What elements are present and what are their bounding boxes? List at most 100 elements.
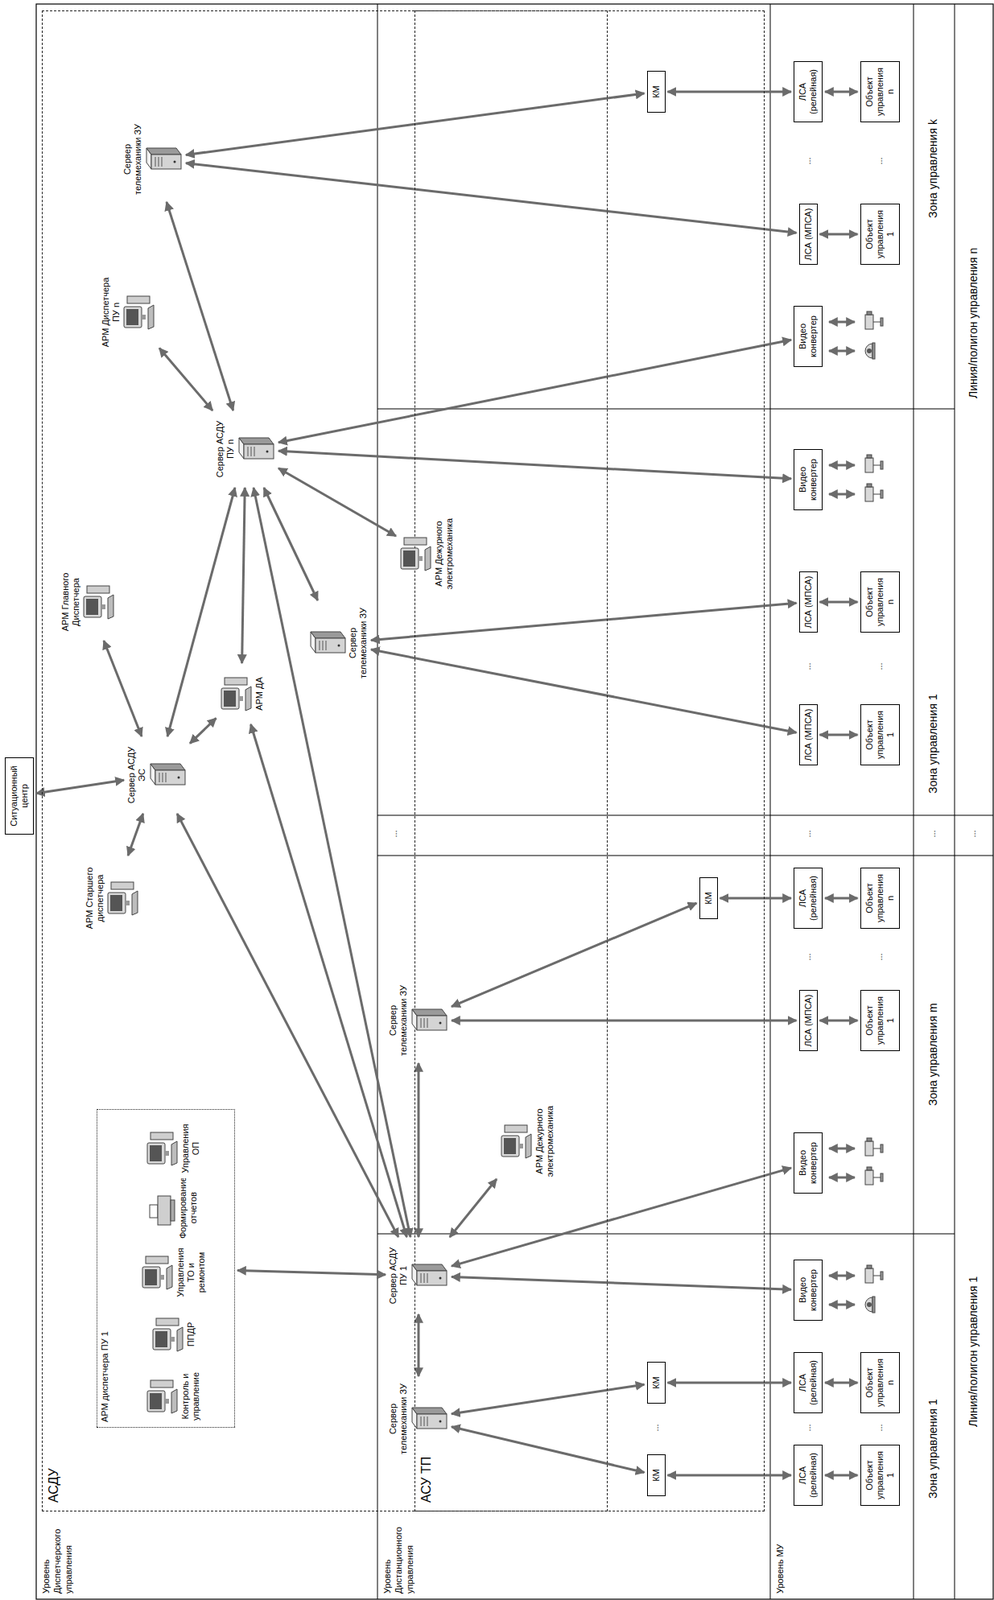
pc-screen (149, 1145, 162, 1162)
double-arrow (668, 90, 792, 94)
double-arrow (127, 813, 144, 856)
pc-stand (170, 1336, 175, 1342)
pc-stand (239, 696, 244, 702)
icon-label: АРМ Старшего диспетчера (84, 857, 106, 939)
server-side (150, 763, 186, 771)
camera-symbol (865, 1138, 883, 1156)
double-arrow (278, 339, 792, 443)
server-icon (409, 1261, 449, 1291)
zone-label: Зона управления m (926, 1001, 941, 1108)
icon-label: АРМ Главного Диспетчера (60, 565, 82, 639)
server-bay (420, 1018, 422, 1028)
server-bay (254, 446, 256, 457)
ellipsis: ... (873, 652, 885, 681)
workstation: АРМ Старшего диспетчера (84, 857, 141, 939)
camera-symbol (865, 483, 883, 502)
camera-link (829, 350, 855, 353)
double-arrow (417, 1063, 421, 1238)
server-icon (409, 1404, 449, 1434)
double-arrow (263, 487, 318, 601)
icon-label: АРМ ДА (254, 675, 265, 713)
pc-monitor (400, 548, 419, 570)
icon-label: Сервер телемеханики ЗУ (387, 980, 409, 1061)
pc-tower (156, 1318, 179, 1326)
double-arrow (36, 779, 124, 794)
icon-label: АРМ Дежурного электромеханика (433, 509, 455, 599)
server-front (315, 638, 346, 653)
pc-tower (224, 677, 248, 685)
pc-screen (403, 550, 416, 567)
box-label: ЛСА (МПСА) (803, 993, 814, 1048)
server-bay (427, 1273, 429, 1283)
printer-tray (170, 1200, 175, 1221)
workstation: Управления ТО и ремонтом (140, 1242, 207, 1303)
double-arrow (451, 1384, 645, 1415)
ellipsis: ... (873, 1414, 885, 1442)
workstation: АРМ Главного Диспетчера (60, 565, 117, 639)
pc-screen (149, 1393, 162, 1410)
server-bay (424, 1018, 425, 1028)
double-arrow (242, 487, 246, 664)
server-led (266, 450, 269, 454)
pc-tower (86, 585, 110, 594)
pc-icon (122, 293, 157, 331)
double-arrow (820, 601, 858, 604)
server-led (173, 160, 177, 164)
icon-label: Управления ОП (180, 1118, 202, 1179)
double-arrow (166, 202, 234, 411)
workstation: Управления ОП (144, 1118, 202, 1179)
double-arrow (278, 468, 396, 537)
device-box: ЛСА (МПСА) (799, 203, 818, 265)
pc-tower (127, 296, 150, 304)
icon-label: Сервер АСДУ ПУ 1 (387, 1239, 409, 1312)
server-bay (322, 640, 324, 651)
level-label: Уровень МУ (774, 1511, 786, 1596)
icon-label: Сервер телемеханики ЗУ (387, 1378, 409, 1460)
level-divider (954, 4, 956, 1600)
camera-symbol (865, 311, 883, 330)
server: Сервер АСДУ ПУ n (214, 412, 277, 486)
pc-keyboard (177, 1327, 183, 1352)
printer-icon (148, 1193, 178, 1228)
ellipsis: ... (966, 820, 978, 848)
device-box: Видео конвертер (793, 449, 823, 511)
device-box: Видео конвертер (793, 305, 823, 368)
ellipsis: ... (873, 943, 885, 971)
server-side (412, 1264, 447, 1271)
zone-divider (377, 1233, 955, 1235)
box-label: ЛСА (МПСА) (803, 206, 814, 262)
camera-symbol (865, 1265, 883, 1283)
double-arrow (251, 724, 408, 1238)
object-box: Объект управления n (860, 571, 900, 633)
box-label: Ситуационный центр (8, 760, 30, 832)
printer-body (157, 1196, 171, 1225)
double-arrow (189, 717, 217, 743)
double-arrow (824, 1474, 858, 1477)
workstation: Контроль и управление (144, 1366, 202, 1427)
box-label: Объект управления 1 (864, 206, 896, 262)
server-side (412, 1009, 447, 1016)
server-front (155, 770, 186, 785)
pc-icon (145, 1130, 180, 1168)
double-arrow (668, 1381, 792, 1385)
pc-tower (150, 1132, 174, 1140)
double-arrow (159, 348, 213, 411)
ellipsis: ... (801, 1414, 813, 1442)
pc-icon (219, 675, 254, 713)
server-led (439, 1420, 442, 1423)
ellipsis: ... (801, 820, 813, 848)
box-label: ЛСА (МПСА) (803, 574, 814, 630)
server-bay (158, 156, 160, 167)
level-label: Уровень Диспетчерского управления (40, 1511, 75, 1596)
ellipsis: ... (873, 147, 885, 175)
server-front (243, 444, 274, 459)
double-arrow (451, 1019, 797, 1023)
level-label: Уровень Дистанционного управления (381, 1511, 416, 1596)
server-bay (427, 1416, 429, 1427)
pc-icon (82, 583, 116, 621)
box-label: ЛСА (релейная) (797, 1355, 819, 1411)
pc-stand (101, 604, 106, 610)
pc-screen (126, 309, 139, 326)
pc-keyboard (245, 686, 252, 711)
